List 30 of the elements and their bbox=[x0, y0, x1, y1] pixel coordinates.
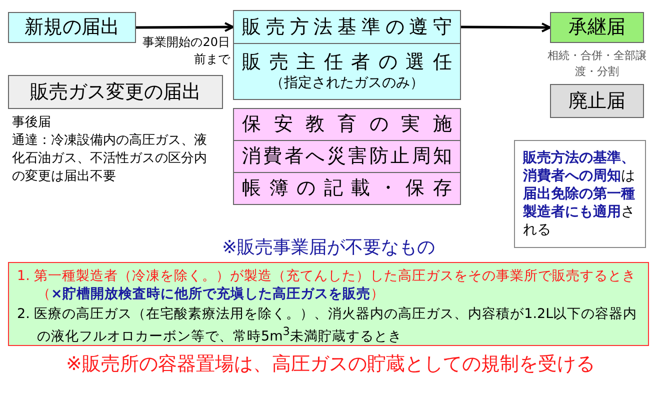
section-heading: ※販売事業届が不要なもの bbox=[222, 237, 436, 258]
box-title: 販売主任者の選任 bbox=[242, 51, 452, 74]
box-title: 帳簿の記載・保存 bbox=[242, 177, 452, 200]
arrow bbox=[461, 22, 551, 32]
box-title: 消費者へ災害防止周知 bbox=[242, 145, 452, 168]
box-title: 販売方法基準の遵守 bbox=[242, 16, 452, 38]
requirement-row bbox=[233, 140, 461, 173]
box-subtitle: （指定されたガスのみ） bbox=[269, 74, 425, 92]
note-text: 相続・合併・全部譲渡・分割 bbox=[546, 48, 648, 80]
note-text: 通達：冷凍設備内の高圧ガス、液化石油ガス、不活性ガスの区分内の変更は届出不要 bbox=[12, 132, 208, 186]
notice-box bbox=[550, 84, 644, 118]
notice-box bbox=[8, 12, 136, 43]
note-text: 事後届 bbox=[12, 114, 52, 132]
requirement-row bbox=[233, 43, 461, 100]
note-text: 販売方法の基準、消費者への周知は届出免除の第一種製造者にも適用される bbox=[523, 149, 636, 239]
requirement-row bbox=[233, 108, 461, 141]
requirement-row bbox=[233, 10, 461, 44]
box-title: 保安教育の実施 bbox=[242, 113, 452, 136]
notice-box bbox=[8, 75, 223, 109]
box-title: 承継届 bbox=[568, 16, 626, 39]
note-box bbox=[514, 140, 646, 248]
arrow bbox=[136, 22, 234, 32]
box-title: 販売ガス変更の届出 bbox=[29, 80, 202, 104]
notice-box bbox=[550, 12, 644, 43]
requirement-row bbox=[233, 172, 461, 205]
list-item: 2. 医療の高圧ガス（在宅酸素療法用を除く。）、消火器内の高圧ガス、内容積が1.2L以下の容器内の液化フルオロカーボン等で、常時5m$^{3}$未満貯蔵するとき bbox=[17, 305, 638, 346]
list-item: 1. 第一種製造者（冷凍を除く。）が製造（充てんした）した高圧ガスをその事業所で販売するとき（×貯槽開放検査時に他所で充塡した高圧ガスを販売） bbox=[17, 267, 638, 303]
box-title: 新規の届出 bbox=[24, 16, 120, 39]
box-title: 廃止届 bbox=[568, 90, 626, 112]
footnote: ※販売所の容器置場は、高圧ガスの貯蔵としての規制を受ける bbox=[66, 353, 595, 375]
